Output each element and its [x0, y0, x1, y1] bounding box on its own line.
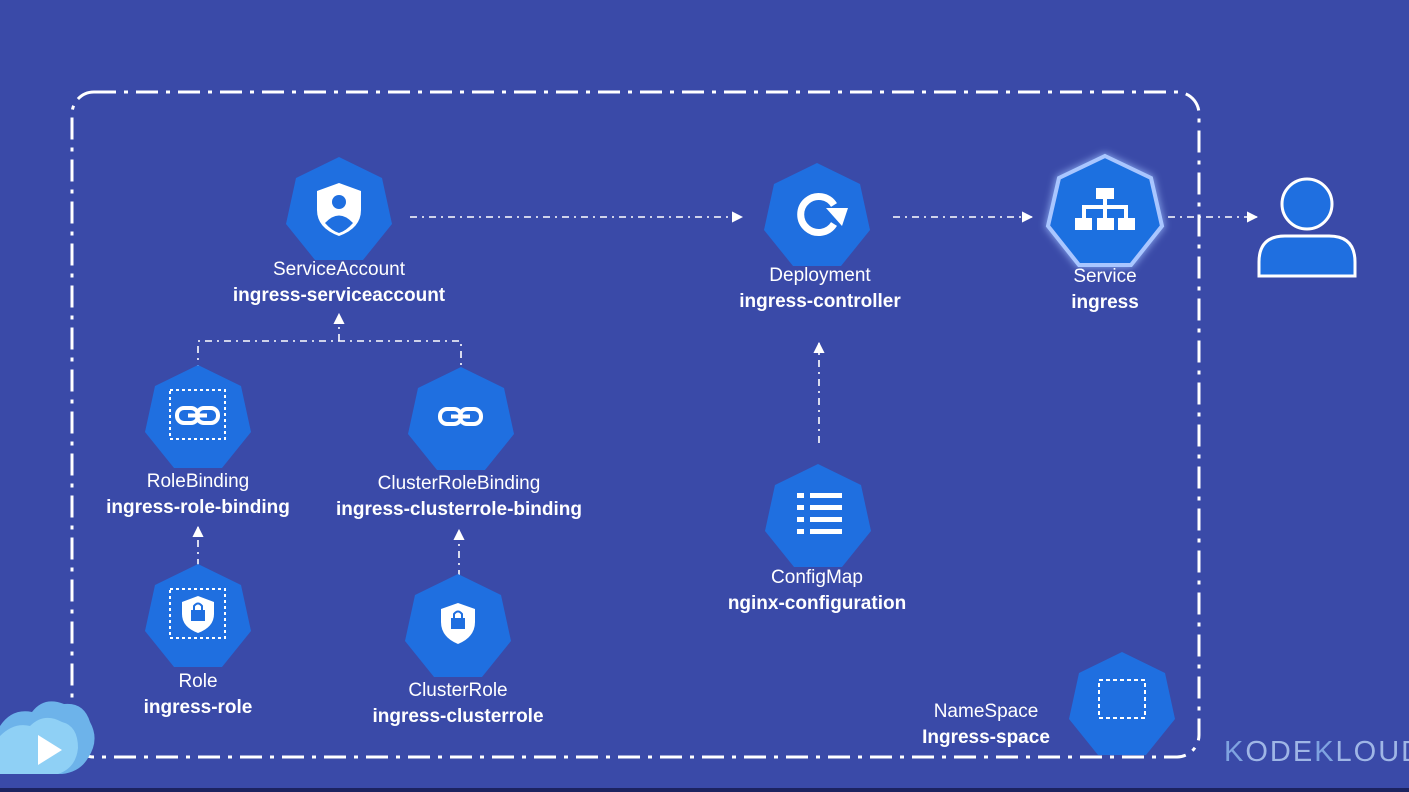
namespace-node[interactable] [1069, 652, 1175, 755]
role-label: Role ingress-role [144, 669, 253, 721]
rolebinding-label: RoleBinding ingress-role-binding [106, 469, 290, 521]
role-node[interactable] [145, 564, 251, 667]
list-icon [797, 493, 842, 534]
brand-loud: LOUD [1335, 736, 1409, 768]
role-kind: Role [178, 671, 218, 692]
configmap-kind: ConfigMap [771, 567, 863, 588]
namespace-name: Ingress-space [922, 727, 1050, 748]
clusterrole-label: ClusterRole ingress-clusterrole [372, 678, 543, 730]
dashed-square-icon [169, 588, 226, 639]
configmap-heptagon [765, 464, 871, 567]
bottom-bar [0, 788, 1409, 792]
serviceaccount-node[interactable] [286, 157, 392, 260]
network-hierarchy-icon [1075, 188, 1135, 230]
lock-shield-icon [441, 603, 475, 644]
serviceaccount-label: ServiceAccount ingress-serviceaccount [233, 257, 445, 309]
dashed-square-icon [1098, 679, 1146, 719]
rolebinding-kind: RoleBinding [146, 471, 250, 492]
deployment-label: Deployment ingress-controller [739, 263, 901, 315]
user-shield-icon [317, 183, 361, 236]
lock-shield-icon [182, 596, 214, 633]
deployment-name: ingress-controller [739, 291, 901, 312]
kodekloud-logo: KODEKLOUD [1224, 736, 1409, 769]
serviceaccount-name: ingress-serviceaccount [232, 285, 446, 306]
clusterrolebinding-label: ClusterRoleBinding ingress-clusterrole-b… [336, 471, 582, 523]
service-name: ingress [1071, 292, 1139, 313]
cloud-play-logo [0, 701, 95, 774]
dashed-square-icon [169, 389, 226, 440]
connector-bindings-bus [197, 340, 462, 372]
namespace-heptagon [1069, 652, 1175, 755]
link-icon [438, 407, 483, 426]
namespace-label: NameSpace Ingress-space [922, 699, 1050, 751]
deployment-kind: Deployment [769, 265, 871, 286]
brand-k1: K [1224, 736, 1246, 768]
role-name: ingress-role [143, 697, 253, 718]
clusterrole-node[interactable] [405, 574, 511, 677]
brand-ode: ODE [1245, 736, 1315, 768]
brand-k2: K [1314, 736, 1336, 768]
clusterrolebinding-kind: ClusterRoleBinding [377, 473, 541, 494]
deployment-node[interactable] [764, 163, 870, 266]
clusterrolebinding-node[interactable] [408, 367, 514, 470]
refresh-icon [797, 193, 848, 236]
configmap-name: nginx-configuration [727, 593, 907, 614]
service-node[interactable] [1045, 153, 1165, 267]
service-label: Service ingress [1071, 264, 1139, 316]
clusterrole-name: ingress-clusterrole [372, 706, 544, 727]
namespace-kind: NameSpace [933, 701, 1039, 722]
serviceaccount-kind: ServiceAccount [272, 259, 406, 280]
clusterrolebinding-name: ingress-clusterrole-binding [336, 499, 582, 520]
configmap-label: ConfigMap nginx-configuration [728, 565, 906, 617]
configmap-node[interactable] [765, 464, 871, 567]
service-kind: Service [1073, 266, 1137, 287]
rolebinding-node[interactable] [145, 365, 251, 468]
clusterrole-kind: ClusterRole [408, 680, 508, 701]
namespace-boundary [70, 90, 1201, 759]
deployment-heptagon [764, 163, 870, 266]
connectors [192, 211, 1259, 577]
user-icon [1257, 177, 1357, 278]
link-icon [175, 406, 220, 425]
rolebinding-name: ingress-role-binding [106, 497, 290, 518]
